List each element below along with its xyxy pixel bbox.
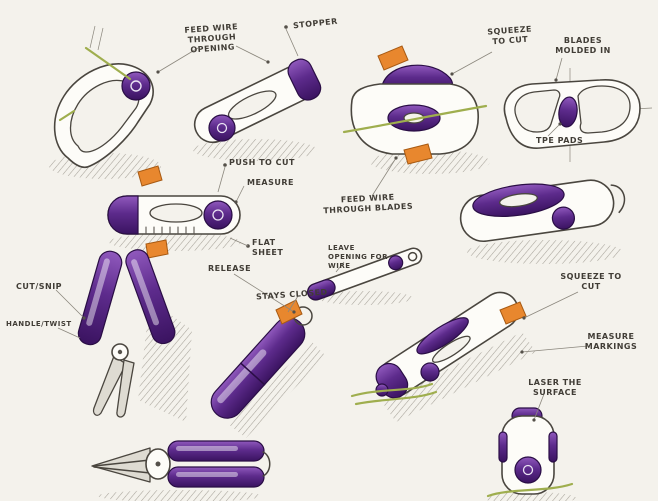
sketch-diagonal-tool-j — [350, 291, 536, 422]
sketch-carabiner-cutter-a — [49, 46, 161, 179]
pencil-marks — [89, 25, 104, 51]
sketch-measure-cutter-e — [107, 165, 241, 259]
sketch-bar-cutter-b — [193, 58, 322, 161]
leader-lines — [55, 25, 589, 422]
sketch-topview-tool-f — [459, 179, 626, 264]
sketch-squeeze-cutter-c — [342, 45, 490, 174]
sketch-closed-pliers-i — [210, 299, 326, 438]
sketch-folded-tool-g — [306, 247, 423, 305]
sketch-carabiner-outline-d — [503, 68, 653, 162]
sketch-vertical-tool-l — [484, 407, 576, 501]
sketch-pliers-topview-k — [91, 440, 271, 501]
sketch-open-pliers-h — [77, 249, 192, 422]
